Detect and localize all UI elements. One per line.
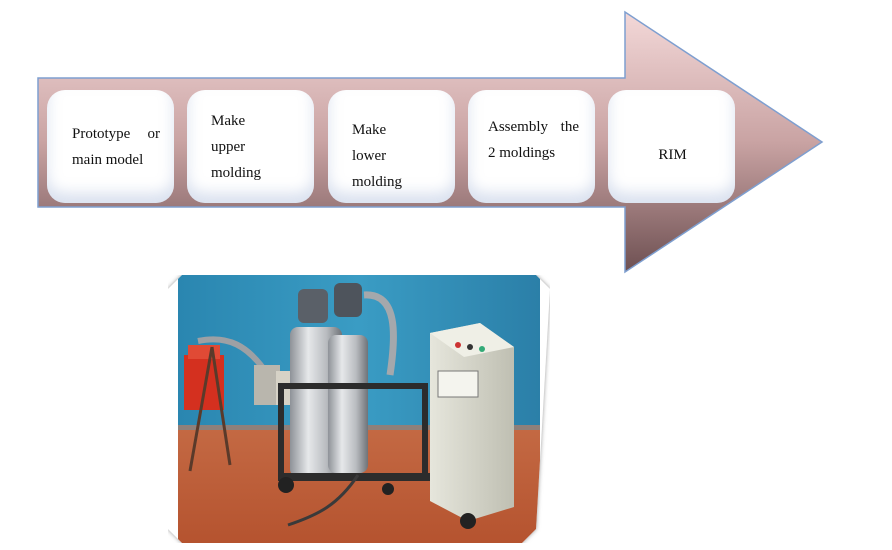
step-box-rim: RIM <box>608 90 735 203</box>
step-box-upper-molding: Make upper molding <box>187 90 314 203</box>
step-label: RIM <box>658 147 687 163</box>
step-label: Prototype or main model <box>72 125 160 168</box>
step-label: Make lower molding <box>352 121 403 190</box>
step-label: Make upper molding <box>211 112 262 181</box>
step-box-assembly: Assembly the 2 moldings <box>468 90 595 203</box>
rim-machine-photo <box>168 275 550 543</box>
step-label: Assembly the 2 moldings <box>488 118 579 161</box>
step-box-lower-molding: Make lower molding <box>328 90 455 203</box>
step-box-prototype: Prototype or main model <box>47 90 174 203</box>
